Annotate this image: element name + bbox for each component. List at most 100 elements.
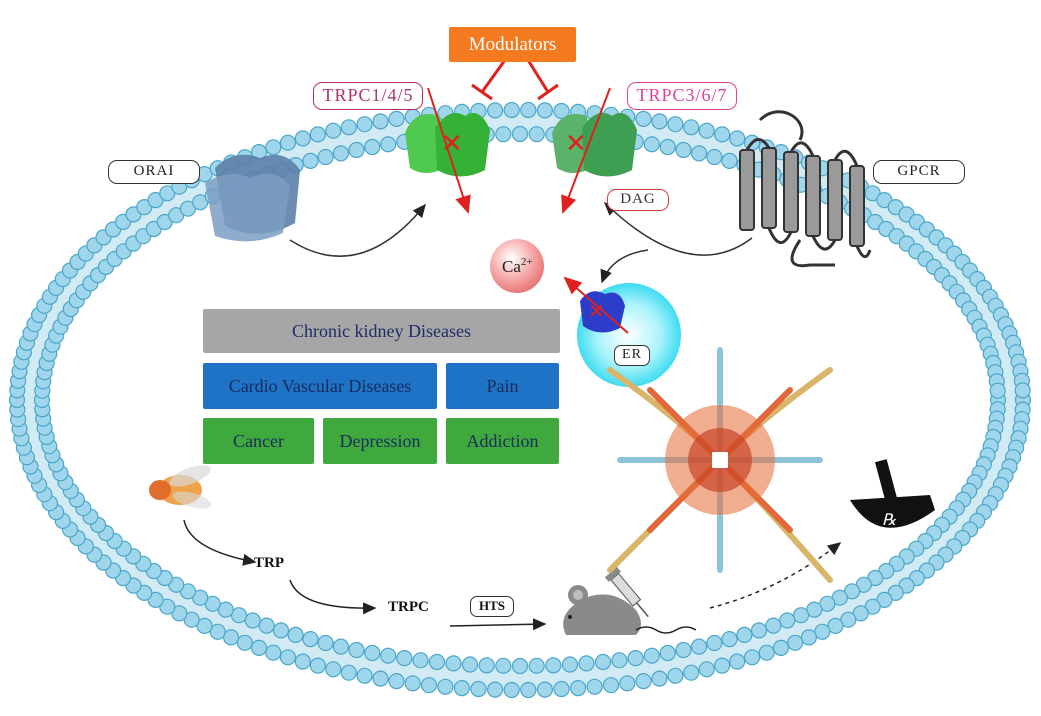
er-label: ER xyxy=(614,345,650,366)
membrane-lipid-head xyxy=(721,630,738,648)
membrane-lipid-head xyxy=(340,664,357,681)
membrane-lipid-head xyxy=(250,639,268,657)
fruit-fly-icon xyxy=(149,465,212,509)
membrane-lipid-head xyxy=(553,680,570,698)
membrane-lipid-head xyxy=(356,116,373,133)
svg-text:Ca2+: Ca2+ xyxy=(502,256,533,276)
membrane-lipid-head xyxy=(758,644,775,661)
membrane-lipid-head xyxy=(453,679,470,697)
membrane-lipid-head xyxy=(743,649,761,666)
svg-text:✕: ✕ xyxy=(565,128,587,158)
membrane-lipid-head xyxy=(332,145,349,162)
membrane-lipid-head xyxy=(706,148,723,166)
membrane-lipid-head xyxy=(619,675,636,692)
membrane-lipid-head xyxy=(487,681,504,698)
membrane-lipid-head xyxy=(364,644,381,662)
membrane-lipid-head xyxy=(196,617,213,635)
membrane-lipid-head xyxy=(706,634,723,652)
membrane-lipid-head xyxy=(800,629,818,646)
membrane-lipid-head xyxy=(309,126,326,143)
membrane-lipid-head xyxy=(309,657,326,674)
membrane-lipid-head xyxy=(495,126,512,143)
membrane-lipid-head xyxy=(578,655,595,672)
membrane-lipid-head xyxy=(380,136,397,153)
trpc-label: TRPC xyxy=(388,599,429,615)
trpc367-label: TRPC3/6/7 xyxy=(627,82,737,110)
membrane-lipid-head xyxy=(721,152,738,169)
membrane-lipid-head xyxy=(683,664,700,681)
membrane-lipid-head xyxy=(461,656,479,673)
svg-text:✕: ✕ xyxy=(441,128,463,158)
membrane-lipid-head xyxy=(372,113,389,130)
membrane-lipid-head xyxy=(396,649,413,667)
membrane-lipid-head xyxy=(713,126,731,143)
membrane-lipid-head xyxy=(651,113,668,130)
membrane-lipid-head xyxy=(667,116,684,133)
membrane-lipid-head xyxy=(786,634,804,651)
membrane-lipid-head xyxy=(536,102,554,119)
membrane-lipid-head xyxy=(528,657,545,674)
rx-mortar-icon: ℞ xyxy=(850,459,935,529)
membrane-lipid-head xyxy=(332,638,349,655)
membrane-lipid-head xyxy=(690,638,708,655)
cardio-vascular-diseases-box: Cardio Vascular Diseases xyxy=(203,363,437,409)
membrane-lipid-head xyxy=(635,110,652,128)
membrane-lipid-head xyxy=(348,141,365,159)
membrane-lipid-head xyxy=(814,623,831,640)
membrane-lipid-head xyxy=(372,670,389,687)
membrane-lipid-head xyxy=(223,629,240,646)
membrane-lipid-head xyxy=(503,101,520,119)
membrane-lipid-head xyxy=(792,607,810,624)
membrane-lipid-head xyxy=(675,641,692,659)
membrane-lipid-head xyxy=(651,670,668,687)
pain-box: Pain xyxy=(446,363,559,409)
membrane-lipid-head xyxy=(536,681,554,698)
membrane-lipid-head xyxy=(569,679,587,697)
membrane-lipid-head xyxy=(287,626,304,644)
trpc-protein-structure xyxy=(607,347,833,583)
membrane-lipid-head xyxy=(690,145,708,162)
membrane-lipid-head xyxy=(265,139,282,156)
membrane-lipid-head xyxy=(265,644,282,661)
membrane-lipid-head xyxy=(772,639,790,657)
trpc367-channel-icon xyxy=(552,112,637,177)
membrane-lipid-head xyxy=(279,134,296,151)
modulators-label: Modulators xyxy=(449,27,576,62)
membrane-lipid-head xyxy=(840,611,857,628)
membrane-lipid-head xyxy=(445,655,462,672)
membrane-lipid-head xyxy=(627,649,644,667)
membrane-lipid-head xyxy=(404,675,421,692)
membrane-lipid-head xyxy=(511,125,529,143)
membrane-lipid-head xyxy=(511,657,529,675)
mouse-icon xyxy=(563,567,697,635)
membrane-lipid-head xyxy=(356,667,373,684)
membrane-lipid-head xyxy=(420,677,438,694)
membrane-lipid-head xyxy=(659,138,676,156)
membrane-lipid-head xyxy=(325,661,342,678)
membrane-lipid-head xyxy=(528,126,545,143)
membrane-lipid-head xyxy=(989,382,1006,399)
membrane-lipid-head xyxy=(729,653,746,670)
membrane-lipid-head xyxy=(635,672,652,690)
membrane-lipid-head xyxy=(294,653,311,670)
membrane-lipid-head xyxy=(302,152,319,169)
membrane-lipid-head xyxy=(302,630,319,648)
membrane-lipid-head xyxy=(675,141,692,159)
dag-label: DAG xyxy=(607,189,669,211)
membrane-lipid-head xyxy=(643,647,660,664)
membrane-lipid-head xyxy=(698,122,715,139)
gpcr-receptor-icon xyxy=(739,110,872,268)
svg-text:℞: ℞ xyxy=(882,512,897,529)
membrane-lipid-head xyxy=(325,122,342,139)
orai-channel-icon xyxy=(205,154,300,242)
membrane-lipid-head xyxy=(317,634,334,652)
membrane-lipid-head xyxy=(272,622,290,639)
membrane-lipid-head xyxy=(779,612,796,629)
membrane-lipid-head xyxy=(317,148,334,166)
membrane-lipid-head xyxy=(611,652,628,669)
membrane-lipid-head xyxy=(258,617,275,634)
membrane-lipid-head xyxy=(487,102,504,119)
depression-box: Depression xyxy=(323,418,437,464)
membrane-lipid-head xyxy=(503,681,520,699)
